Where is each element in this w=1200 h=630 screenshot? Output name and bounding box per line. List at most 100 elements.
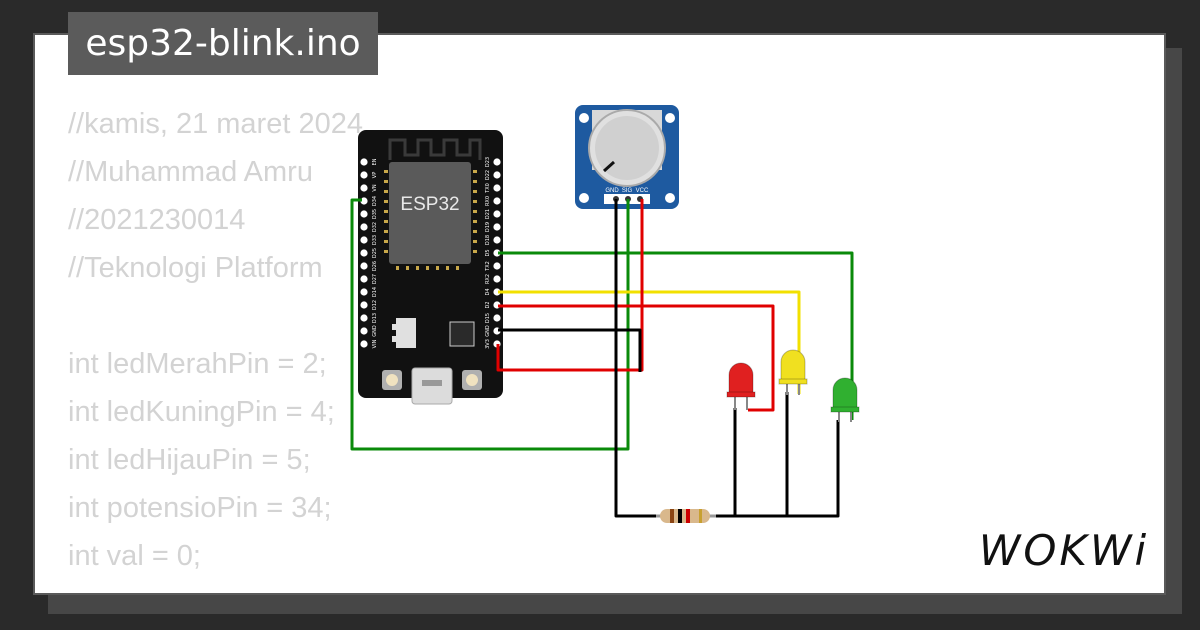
resistor[interactable]: [656, 509, 716, 523]
pin-d32[interactable]: [360, 223, 368, 231]
pin-d21[interactable]: [493, 210, 501, 218]
pot-pin-label: VCC: [636, 188, 649, 194]
pin-label: D21: [485, 209, 491, 219]
pin-gnd[interactable]: [360, 327, 368, 335]
pot-pin-label: GND: [605, 188, 619, 194]
pin-label: D2: [485, 301, 491, 308]
pin-label: D15: [485, 313, 491, 323]
voltage-regulator: [396, 318, 416, 348]
code-line: //Teknologi Platform: [68, 252, 323, 284]
pot-pin-label: SIG: [622, 188, 633, 194]
pin-label: RX2: [485, 274, 491, 284]
pin-d14[interactable]: [360, 288, 368, 296]
code-preview: //kamis, 21 maret 2024 //Muhammad Amru /…: [68, 100, 628, 580]
code-line: int ledHijauPin = 5;: [68, 444, 311, 476]
pin-d18[interactable]: [493, 236, 501, 244]
pin-d12[interactable]: [360, 301, 368, 309]
pin-label: D27: [372, 274, 378, 284]
pin-label: GND: [372, 325, 378, 337]
led-body: [780, 349, 806, 383]
pin-label: D12: [372, 300, 378, 310]
pin-d13[interactable]: [360, 314, 368, 322]
esp32-board[interactable]: ESP32 ENVPVND34D35D32D33D25D26D27D14D12D…: [358, 130, 503, 405]
pin-label: D14: [372, 287, 378, 297]
pin-rx2[interactable]: [493, 275, 501, 283]
file-name-tab[interactable]: esp32-blink.ino: [68, 12, 378, 75]
pin-vn[interactable]: [360, 184, 368, 192]
pin-label: VP: [372, 172, 378, 178]
wokwi-logo: WOKWi: [978, 526, 1150, 575]
pin-label: TX0: [485, 183, 491, 194]
code-line: int ledKuningPin = 4;: [68, 396, 335, 428]
led-rim: [726, 391, 756, 398]
pin-d35[interactable]: [360, 210, 368, 218]
potentiometer[interactable]: GND SIG VCC: [575, 105, 679, 209]
pin-rx0[interactable]: [493, 197, 501, 205]
pin-label: D19: [485, 222, 491, 232]
pin-label: D22: [485, 170, 491, 180]
pin-label: D13: [372, 313, 378, 323]
pin-label: GND: [485, 325, 491, 337]
pin-tx0[interactable]: [493, 184, 501, 192]
pot-indicator: [602, 160, 616, 173]
pin-label: D18: [485, 235, 491, 245]
wire-red-vcc[interactable]: [496, 199, 644, 372]
pin-d25[interactable]: [360, 249, 368, 257]
wire-green-pot-sig[interactable]: [350, 198, 630, 451]
led-green[interactable]: [830, 377, 860, 422]
pin-tx2[interactable]: [493, 262, 501, 270]
pin-label: D25: [372, 248, 378, 258]
pin-label: VN: [372, 184, 378, 191]
pin-d22[interactable]: [493, 171, 501, 179]
pin-label: D35: [372, 209, 378, 219]
code-line: //kamis, 21 maret 2024: [68, 108, 363, 140]
pin-label: VIN: [372, 339, 378, 348]
pin-label: D26: [372, 261, 378, 271]
usb-chip: [449, 321, 475, 347]
code-line: //2021230014: [68, 204, 246, 236]
pin-vp[interactable]: [360, 171, 368, 179]
pin-d4[interactable]: [493, 288, 501, 296]
pin-en[interactable]: [360, 158, 368, 166]
code-line: //Muhammad Amru: [68, 156, 313, 188]
pin-label: 3V3: [485, 339, 491, 349]
wire-red-led[interactable]: [498, 304, 775, 412]
led-body: [728, 362, 754, 396]
pin-d26[interactable]: [360, 262, 368, 270]
pin-d5[interactable]: [493, 249, 501, 257]
pin-d23[interactable]: [493, 158, 501, 166]
antenna-trace: [388, 138, 482, 160]
pin-d19[interactable]: [493, 223, 501, 231]
led-yellow[interactable]: [778, 349, 808, 395]
code-line: int val = 0;: [68, 540, 201, 572]
pin-d33[interactable]: [360, 236, 368, 244]
code-line: int ledMerahPin = 2;: [68, 348, 327, 380]
resistor-body: [660, 509, 710, 523]
right-pin-header[interactable]: D23D22TX0RX0D21D19D18D5TX2RX2D4D2D15GND3…: [485, 157, 501, 349]
led-body: [832, 377, 858, 411]
pin-label: EN: [372, 158, 378, 165]
pin-label: D5: [485, 249, 491, 256]
led-red[interactable]: [726, 362, 756, 410]
pin-label: D4: [485, 288, 491, 295]
pin-d27[interactable]: [360, 275, 368, 283]
pin-d15[interactable]: [493, 314, 501, 322]
pin-label: D33: [372, 235, 378, 245]
led-rim: [830, 406, 860, 413]
module-pads: [384, 170, 477, 270]
wire-black-gnd-resistor[interactable]: [614, 199, 664, 518]
pin-label: D32: [372, 222, 378, 232]
pin-vin[interactable]: [360, 340, 368, 348]
led-rim: [778, 378, 808, 385]
wire-black-gnd[interactable]: [498, 328, 642, 372]
pin-label: D34: [372, 196, 378, 206]
pin-d34[interactable]: [360, 197, 368, 205]
esp32-module: [389, 162, 471, 264]
code-line: int potensioPin = 34;: [68, 492, 332, 524]
pin-label: D23: [485, 157, 491, 167]
chip-label: ESP32: [400, 194, 459, 215]
wire-black-led-common[interactable]: [708, 420, 840, 518]
pin-label: TX2: [485, 261, 491, 272]
